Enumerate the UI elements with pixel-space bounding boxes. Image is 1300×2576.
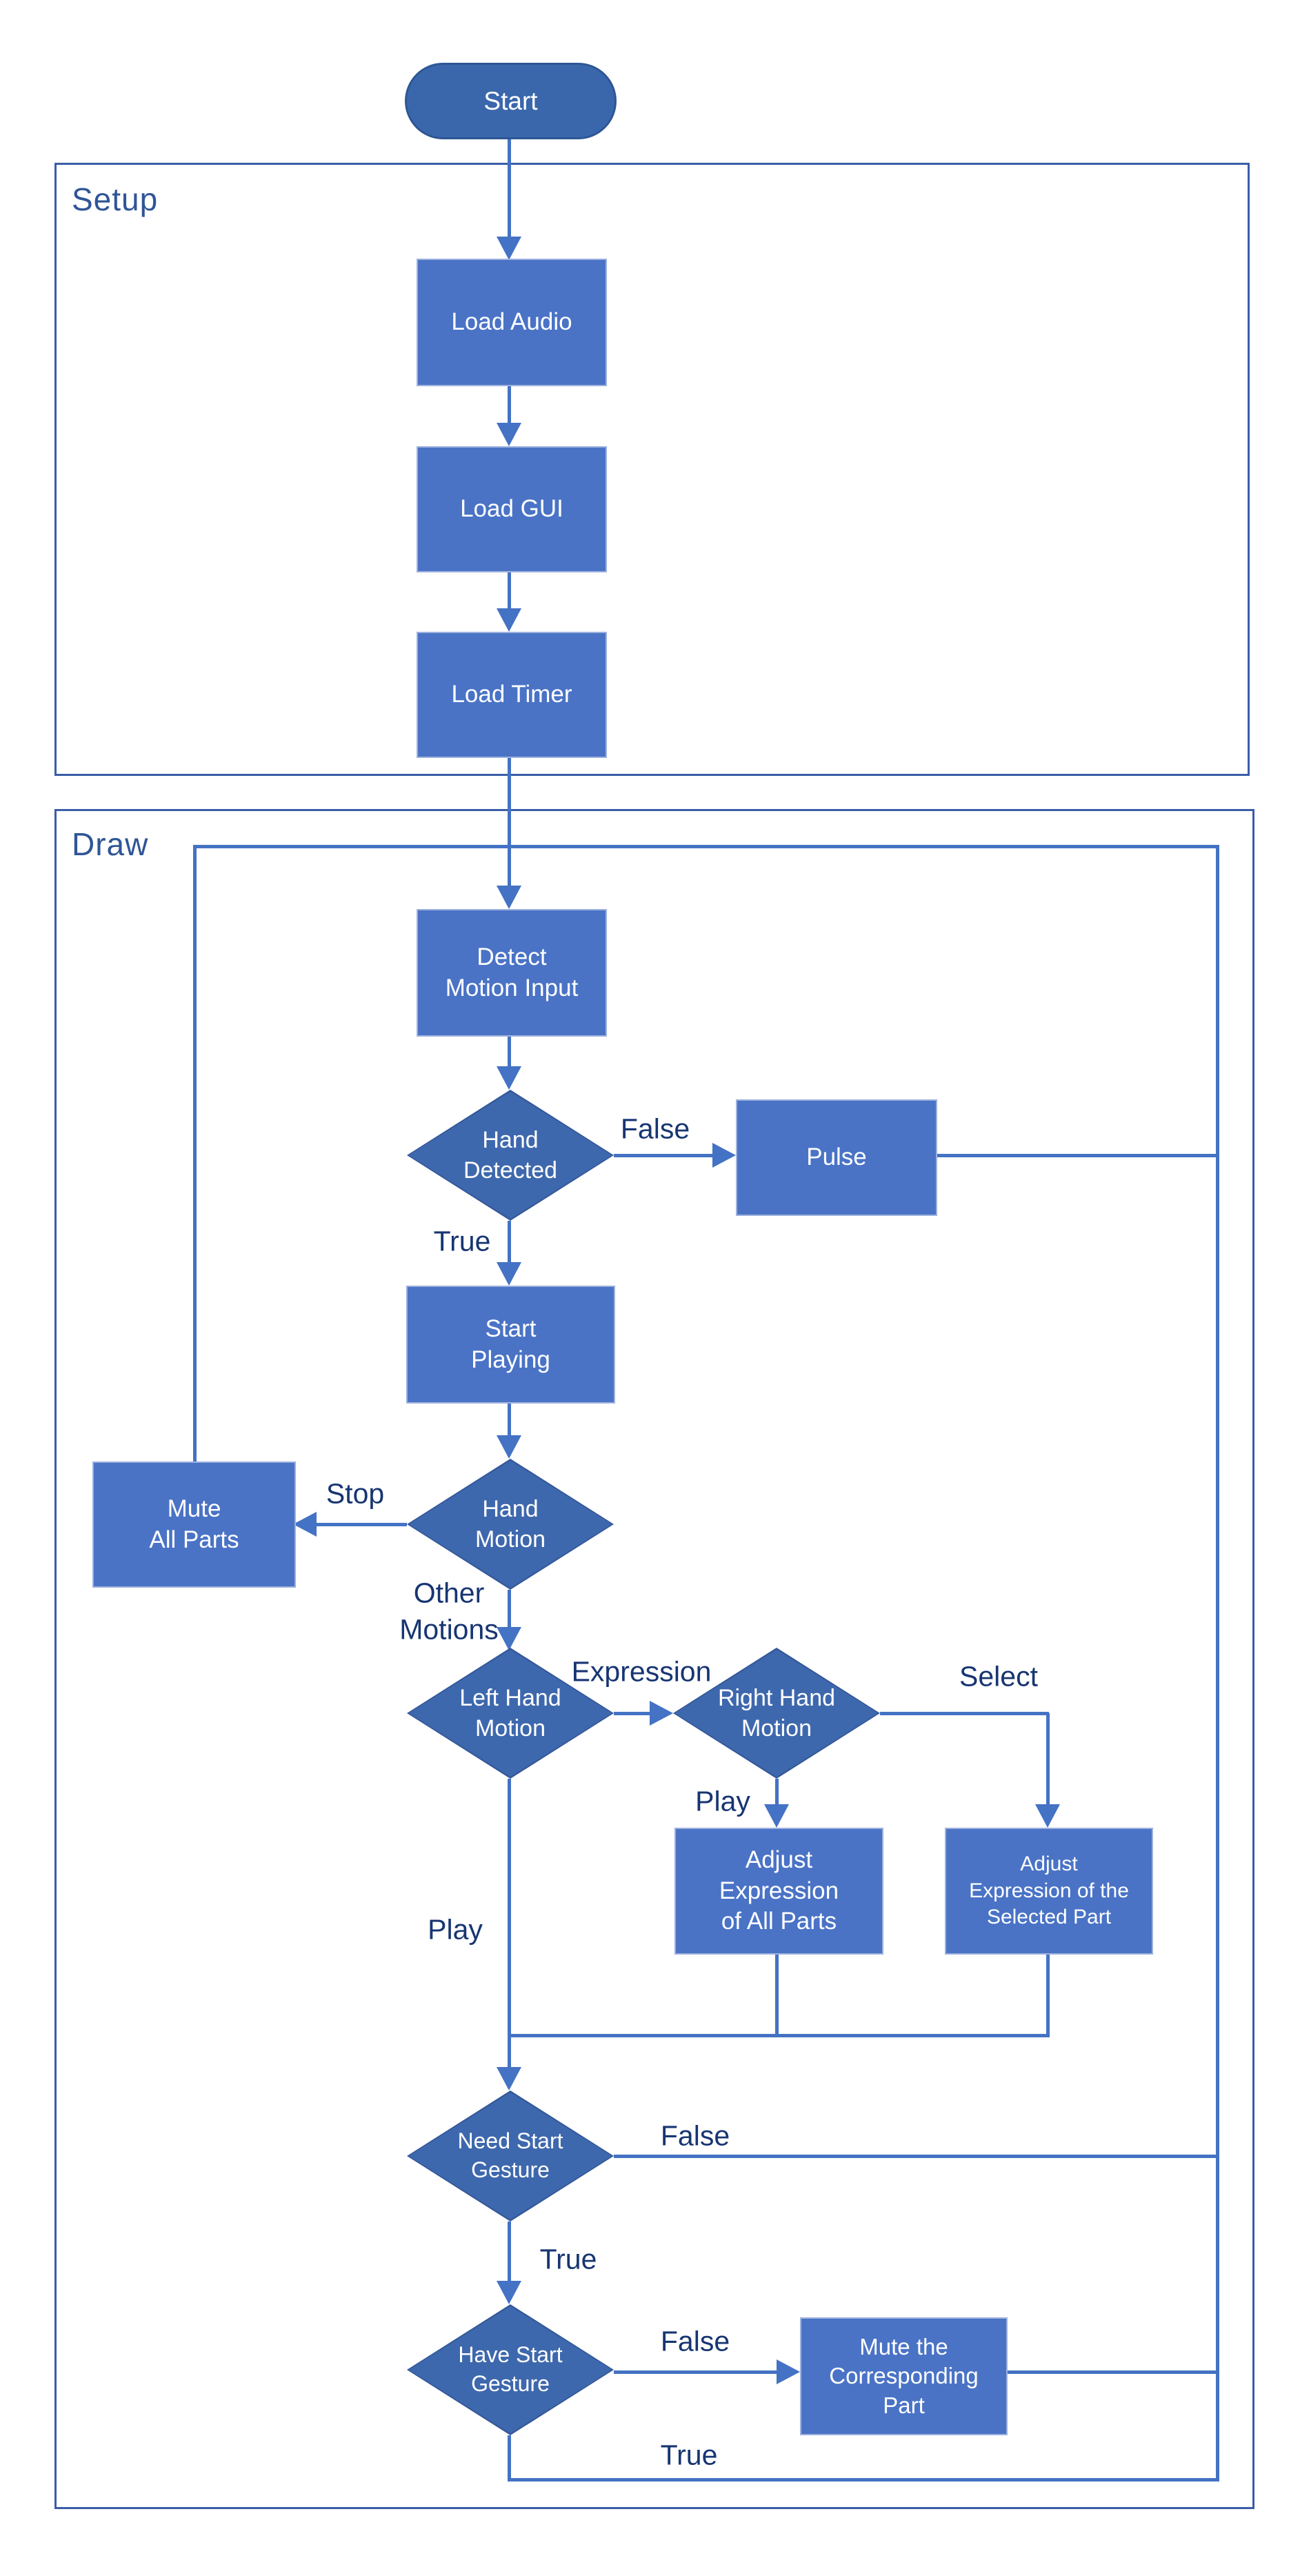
connector-hand-motion-stop	[317, 1523, 407, 1526]
arrowhead-need-start-gesture	[497, 2067, 521, 2090]
process-load-timer: Load Timer	[417, 632, 607, 758]
loop-left-rail	[193, 846, 197, 1461]
decision-left-hand-motion-label: Left Hand Motion	[459, 1684, 561, 1741]
arrowhead-adjust-all	[764, 1804, 789, 1828]
edge-label-hand-detected-true: True	[433, 1225, 491, 1257]
connector-play-right	[775, 1779, 779, 1804]
draw-section-label: Draw	[72, 826, 149, 862]
edge-label-hand-detected-false: False	[620, 1112, 690, 1145]
edge-label-have-start-true: True	[660, 2439, 718, 2471]
process-mute-corresponding-part: Mute the Corresponding Part	[800, 2317, 1008, 2435]
edge-label-stop: Stop	[326, 1477, 385, 1510]
connector-have-start-true-horizontal	[508, 2478, 1219, 2482]
process-load-audio: Load Audio	[417, 259, 607, 386]
arrowhead-right-hand-motion	[650, 1701, 673, 1726]
loop-top-rail	[193, 845, 1219, 848]
decision-right-hand-motion-label: Right Hand Motion	[717, 1684, 836, 1741]
connector-mute-corresponding-out	[1005, 2370, 1219, 2374]
connector-expression	[614, 1712, 650, 1715]
connector-select-horizontal	[880, 1712, 1049, 1715]
connector-pulse-to-loop	[934, 1154, 1219, 1157]
connector-adjust-selected-out	[1046, 1952, 1050, 2037]
connector-load-gui-to-timer	[508, 570, 511, 608]
setup-section	[54, 163, 1250, 776]
arrowhead-adjust-selected	[1035, 1804, 1060, 1828]
arrowhead-detect-motion	[497, 886, 521, 909]
draw-section	[54, 809, 1254, 2509]
connector-timer-to-detect	[508, 755, 511, 886]
decision-hand-detected-label: Hand Detected	[463, 1126, 558, 1184]
edge-label-need-start-true: True	[539, 2243, 597, 2275]
start-node: Start	[405, 63, 617, 139]
decision-hand-motion-label: Hand Motion	[474, 1495, 546, 1552]
edge-label-other-motions: Other Motions	[399, 1577, 499, 1646]
connector-need-start-false	[614, 2155, 1219, 2158]
arrowhead-pulse	[712, 1143, 736, 1168]
arrowhead-hand-detected	[497, 1066, 521, 1090]
connector-detect-to-hand-detected	[508, 1034, 511, 1066]
process-start-playing: Start Playing	[406, 1286, 615, 1404]
connector-merge-horizontal	[508, 2034, 1050, 2037]
connector-have-start-false	[614, 2370, 777, 2374]
arrowhead-left-hand-motion	[497, 1627, 521, 1650]
process-pulse: Pulse	[736, 1099, 937, 1216]
connector-play-left	[508, 1779, 511, 2067]
edge-label-expression: Expression	[571, 1655, 712, 1688]
connector-have-start-true-vertical	[508, 2435, 511, 2482]
arrowhead-mute-corresponding	[777, 2359, 800, 2384]
arrowhead-have-start-gesture	[497, 2281, 521, 2304]
process-adjust-expression-selected-part: Adjust Expression of the Selected Part	[945, 1828, 1153, 1955]
process-adjust-expression-all-parts: Adjust Expression of All Parts	[674, 1828, 883, 1955]
connector-need-start-true	[508, 2221, 511, 2281]
edge-label-play-right: Play	[695, 1785, 750, 1817]
edge-label-select: Select	[959, 1660, 1038, 1693]
process-mute-all-parts: Mute All Parts	[92, 1461, 296, 1588]
process-detect-motion-input: Detect Motion Input	[417, 909, 607, 1037]
connector-hand-motion-other	[508, 1590, 511, 1627]
loop-right-rail	[1216, 846, 1219, 2482]
edge-label-have-start-false: False	[660, 2325, 730, 2357]
arrowhead-hand-motion	[497, 1435, 521, 1459]
setup-section-label: Setup	[72, 181, 159, 217]
arrowhead-load-timer	[497, 608, 521, 632]
connector-hand-detected-false	[614, 1154, 712, 1157]
decision-have-start-gesture-label: Have Start Gesture	[458, 2342, 563, 2396]
connector-load-audio-to-gui	[508, 383, 511, 423]
arrowhead-mute-all-parts	[293, 1512, 317, 1537]
process-load-gui: Load GUI	[417, 446, 607, 572]
connector-start-to-load-audio	[508, 135, 511, 237]
arrowhead-load-gui	[497, 423, 521, 446]
connector-hand-detected-true	[508, 1221, 511, 1262]
start-node-label: Start	[483, 86, 538, 115]
arrowhead-start-playing	[497, 1262, 521, 1286]
connector-select-vertical	[1046, 1713, 1050, 1804]
connector-adjust-all-out	[775, 1952, 779, 2037]
connector-start-playing-to-hand-motion	[508, 1401, 511, 1435]
edge-label-play-left: Play	[428, 1913, 483, 1946]
edge-label-need-start-false: False	[660, 2119, 730, 2152]
decision-need-start-gesture-label: Need Start Gesture	[457, 2128, 563, 2182]
arrowhead-load-audio	[497, 237, 521, 260]
